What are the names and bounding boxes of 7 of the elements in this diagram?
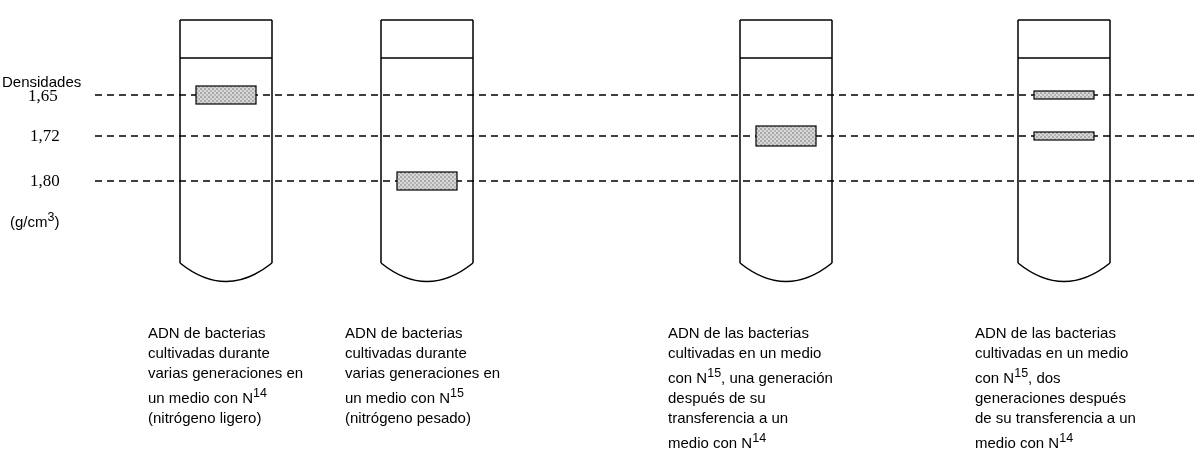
tube-caption: ADN de las bacterias cultivadas en un medio con N$^{15}$, dos generaciones después de su transferencia a un medio con N$^{14}$ xyxy=(975,323,1137,453)
density-value: 1,72 xyxy=(30,126,60,146)
density-value: 1,80 xyxy=(30,171,60,191)
unit-label: (g/cm$^{3}$) xyxy=(10,209,60,232)
tube-caption: ADN de bacterias cultivadas durante varias generaciones en un medio con N$^{15}$ (nitrógeno pesado) xyxy=(345,323,502,428)
tube-caption: ADN de bacterias cultivadas durante varias generaciones en un medio con N$^{14}$ (nitrógeno ligero) xyxy=(148,323,305,428)
tube-caption: ADN de las bacterias cultivadas en un medio con N$^{15}$, una generación después de su transferencia a un medio con N$^{14}$ xyxy=(668,323,833,453)
